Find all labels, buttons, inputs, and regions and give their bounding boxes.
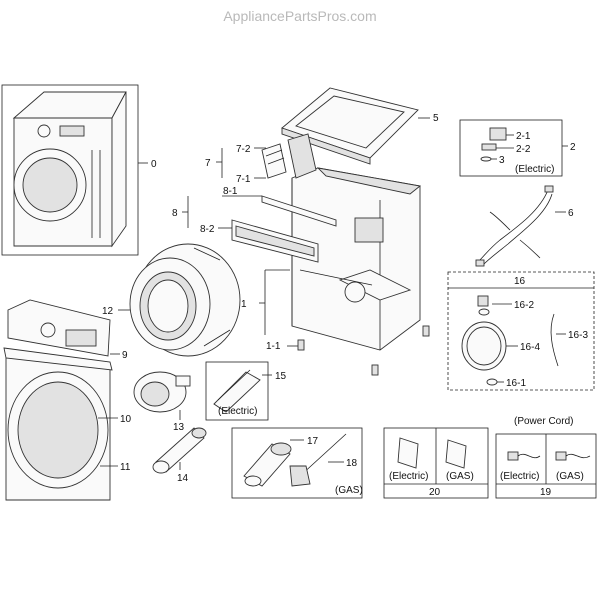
gas-burner bbox=[243, 442, 292, 487]
label-0: 0 bbox=[151, 159, 157, 170]
watermark: AppliancePartsPros.com bbox=[223, 8, 376, 24]
assembled-dryer bbox=[1, 84, 139, 256]
label-16-3: 16-3 bbox=[568, 330, 588, 341]
blower-housing bbox=[133, 371, 191, 413]
label-16-4: 16-4 bbox=[520, 342, 540, 353]
label-8: 8 bbox=[172, 208, 178, 219]
label-5: 5 bbox=[433, 113, 439, 124]
gas-valve bbox=[289, 433, 347, 487]
label-16-1: 16-1 bbox=[506, 378, 526, 389]
label-7-1: 7-1 bbox=[236, 174, 251, 185]
label-19: 19 bbox=[540, 487, 552, 498]
control-frame bbox=[231, 195, 337, 263]
washer bbox=[486, 378, 498, 386]
label-17: 17 bbox=[307, 436, 319, 447]
label-16: 16 bbox=[514, 276, 526, 287]
label-19-gas: (GAS) bbox=[556, 471, 584, 482]
label-2-2: 2-2 bbox=[516, 144, 531, 155]
label-2: 2 bbox=[570, 142, 576, 153]
label-19-power-cord: (Power Cord) bbox=[514, 416, 573, 427]
label-12: 12 bbox=[102, 306, 114, 317]
label-16-2: 16-2 bbox=[514, 300, 534, 311]
cabinet bbox=[291, 167, 422, 351]
label-20-electric: (Electric) bbox=[389, 471, 428, 482]
part-2-1 bbox=[489, 127, 507, 141]
label-15-electric: (Electric) bbox=[218, 406, 257, 417]
heater bbox=[213, 371, 261, 413]
heater-box bbox=[205, 361, 269, 421]
hose-fitting bbox=[477, 295, 490, 316]
control-parts bbox=[261, 133, 317, 179]
label-2-electric: (Electric) bbox=[515, 164, 554, 175]
label-14: 14 bbox=[177, 473, 189, 484]
part-3 bbox=[480, 156, 492, 162]
label-2-1: 2-1 bbox=[516, 131, 531, 142]
power-cord-gas bbox=[555, 451, 591, 461]
label-7: 7 bbox=[205, 158, 211, 169]
label-20: 20 bbox=[429, 487, 441, 498]
label-7-2: 7-2 bbox=[236, 144, 251, 155]
label-18: 18 bbox=[346, 458, 358, 469]
label-10: 10 bbox=[120, 414, 132, 425]
door bbox=[7, 371, 109, 489]
duct bbox=[152, 427, 207, 474]
hose-kit-box bbox=[447, 271, 595, 391]
leg bbox=[297, 339, 305, 351]
control-panel bbox=[7, 299, 111, 357]
part-2-2 bbox=[481, 143, 497, 151]
part-20-gas bbox=[445, 439, 467, 469]
label-20-gas: (GAS) bbox=[446, 471, 474, 482]
label-1-1: 1-1 bbox=[266, 341, 281, 352]
label-19-electric: (Electric) bbox=[500, 471, 539, 482]
hose-pipe bbox=[550, 313, 559, 367]
label-11: 11 bbox=[120, 462, 131, 473]
wire-harness bbox=[475, 185, 554, 267]
label-1: 1 bbox=[241, 299, 247, 310]
drum bbox=[129, 243, 241, 357]
label-8-1: 8-1 bbox=[223, 186, 238, 197]
label-15: 15 bbox=[275, 371, 287, 382]
label-13: 13 bbox=[173, 422, 185, 433]
label-6: 6 bbox=[568, 208, 574, 219]
label-17-gas: (GAS) bbox=[335, 485, 363, 496]
part-20-electric bbox=[397, 437, 419, 469]
label-8-2: 8-2 bbox=[200, 224, 215, 235]
label-3: 3 bbox=[499, 155, 505, 166]
parts-box-2 bbox=[459, 119, 563, 177]
hose bbox=[461, 321, 507, 371]
power-cord-electric bbox=[507, 451, 541, 461]
leg bbox=[422, 325, 430, 337]
label-9: 9 bbox=[122, 350, 128, 361]
leg bbox=[371, 364, 379, 376]
gas-box bbox=[231, 427, 363, 499]
